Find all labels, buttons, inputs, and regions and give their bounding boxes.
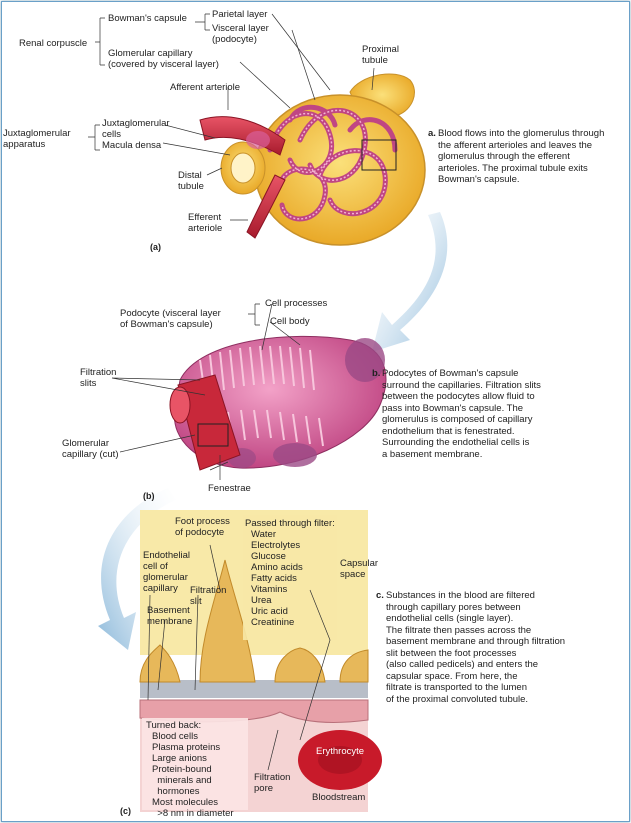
label-bowmans-capsule: Bowman's capsule: [108, 13, 187, 24]
glomerular-texture: [269, 109, 386, 220]
passed-item: Amino acids: [251, 562, 303, 573]
label-afferent-arteriole: Afferent arteriole: [170, 82, 241, 93]
label-bloodstream: Bloodstream: [312, 792, 366, 803]
passed-item: Vitamins: [251, 584, 288, 595]
passed-item: Glucose: [251, 551, 286, 562]
panel-a-illustration: [199, 73, 426, 246]
turned-back-title: Turned back:: [146, 720, 202, 731]
label-foot-process: Foot process of podocyte: [175, 516, 230, 538]
label-glomerular-capillary-cut: Glomerular capillary (cut): [62, 438, 119, 460]
arrow-b-to-c: [98, 488, 176, 650]
caption-a-text: Blood flows into the glomerulus through …: [438, 128, 605, 185]
label-cell-body: Cell body: [270, 316, 310, 327]
passed-item: Electrolytes: [251, 540, 301, 551]
magnified-region-box: [361, 139, 397, 171]
label-endothelial-cell: Endothelial cell of glomerular capillary: [143, 550, 191, 594]
magnified-region-box-b: [197, 423, 229, 447]
panel-b-leaders: [111, 303, 301, 480]
passed-filter-list: Water Electrolytes Glucose Amino acids F…: [251, 529, 303, 628]
turned-item: Blood cells: [152, 731, 198, 742]
passed-filter-title: Passed through filter:: [245, 518, 335, 529]
label-filtration-slits: Filtration slits: [80, 367, 117, 389]
turned-back-list: Blood cells Plasma proteins Large anions…: [152, 731, 234, 819]
label-filtration-slit: Filtration slit: [190, 585, 227, 607]
caption-b-text: Podocytes of Bowman's capsule surround t…: [382, 368, 541, 460]
arrow-a-to-b: [372, 212, 448, 352]
foot-processes: [139, 559, 369, 683]
label-proximal-tubule: Proximal tubule: [362, 44, 399, 66]
turned-item: Large anions: [152, 753, 207, 764]
bowmans-capsule-shape: [254, 94, 426, 246]
passed-item: Urea: [251, 595, 272, 606]
passed-item: Water: [251, 529, 276, 540]
label-basement-membrane: Basement membrane: [147, 605, 193, 627]
passed-item: Uric acid: [251, 606, 288, 617]
label-filtration-pore: Filtration pore: [254, 772, 291, 794]
panel-c-letter: (c): [120, 806, 131, 816]
label-efferent-arteriole: Efferent arteriole: [188, 212, 223, 234]
label-glomerular-capillary: Glomerular capillary (covered by viscera…: [108, 48, 219, 70]
basement-membrane-band: [140, 680, 368, 698]
panel-c-illustration: [139, 510, 382, 812]
label-parietal-layer: Parietal layer: [212, 9, 268, 20]
efferent-arteriole-shape: [246, 174, 286, 239]
label-cell-processes: Cell processes: [265, 298, 328, 309]
panel-a-letter: (a): [150, 242, 161, 252]
turned-item: Most molecules >8 nm in diameter: [152, 797, 234, 819]
panel-b-letter: (b): [143, 491, 155, 501]
caption-c-text: Substances in the blood are filtered thr…: [386, 590, 566, 705]
caption-a-letter: a.: [428, 128, 436, 139]
passed-item: Creatinine: [251, 617, 295, 628]
turned-item: Protein-bound minerals and hormones: [152, 764, 212, 797]
panel-c-leaders: [147, 544, 331, 771]
caption-c-letter: c.: [376, 590, 384, 601]
label-renal-corpuscle: Renal corpuscle: [19, 38, 88, 49]
panel-a-leaders: [88, 13, 375, 221]
label-visceral-layer: Visceral layer (podocyte): [212, 23, 269, 45]
label-juxtaglomerular-apparatus: Juxtaglomerular apparatus: [3, 128, 71, 150]
label-juxtaglomerular-cells: Juxtaglomerular cells: [102, 118, 170, 140]
turned-item: Plasma proteins: [152, 742, 221, 753]
caption-b-letter: b.: [372, 368, 381, 379]
passed-item: Fatty acids: [251, 573, 297, 584]
label-distal-tubule: Distal tubule: [178, 170, 204, 192]
label-fenestrae: Fenestrae: [208, 483, 251, 494]
label-erythrocyte: Erythrocyte: [316, 746, 365, 757]
label-capsular-space: Capsular space: [340, 558, 379, 580]
panel-b-illustration: [169, 335, 387, 471]
label-macula-densa: Macula densa: [102, 140, 162, 151]
label-podocyte: Podocyte (visceral layer of Bowman's cap…: [120, 308, 221, 330]
